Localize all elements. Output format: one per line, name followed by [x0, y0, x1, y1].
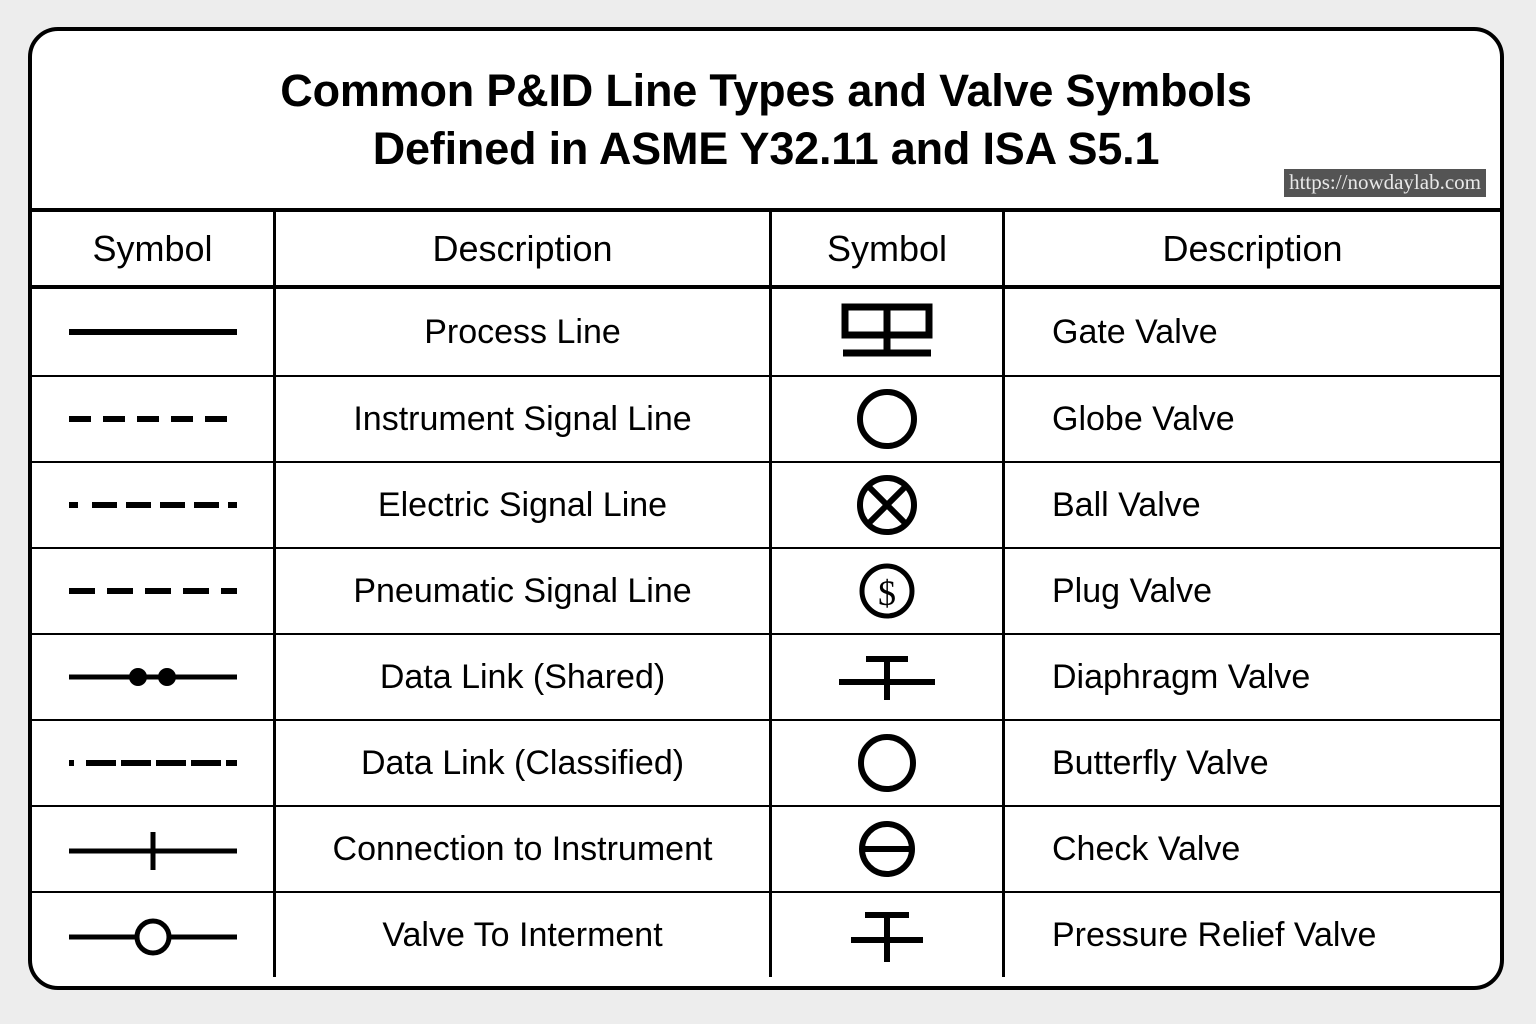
description-label: Check Valve [1052, 829, 1241, 868]
plug-valve-icon: $ [827, 556, 947, 626]
description-cell-left: Data Link (Shared) [276, 635, 772, 719]
header-cell-symbol-left: Symbol [32, 212, 276, 285]
symbol-cell-left [32, 893, 276, 977]
table-row: Data Link (Classified) Butterfly Valve [32, 719, 1500, 805]
description-cell-left: Valve To Interment [276, 893, 772, 977]
symbol-cell-left [32, 807, 276, 891]
globe-valve-icon [827, 384, 947, 454]
symbol-cell-right [772, 289, 1005, 375]
table-row: Connection to Instrument Check Valve [32, 805, 1500, 891]
symbol-cell-left [32, 463, 276, 547]
title-block: Common P&ID Line Types and Valve Symbols… [32, 31, 1500, 208]
description-label: Diaphragm Valve [1052, 657, 1311, 696]
dot-dash-line-icon [66, 743, 240, 783]
description-cell-left: Connection to Instrument [276, 807, 772, 891]
description-cell-left: Electric Signal Line [276, 463, 772, 547]
description-label: Globe Valve [1052, 399, 1235, 438]
symbol-cell-right [772, 893, 1005, 977]
table-header-row: Symbol Description Symbol Description [32, 208, 1500, 289]
header-label: Symbol [826, 227, 948, 269]
symbol-cell-right: $ [772, 549, 1005, 633]
table-row: Valve To Interment Pressure Relief Valve [32, 891, 1500, 977]
description-cell-right: Globe Valve [1005, 377, 1500, 461]
header-cell-symbol-right: Symbol [772, 212, 1005, 285]
page-title-line-1: Common P&ID Line Types and Valve Symbols [280, 64, 1252, 116]
description-cell-left: Pneumatic Signal Line [276, 549, 772, 633]
symbol-legend-card: Common P&ID Line Types and Valve Symbols… [28, 27, 1504, 990]
symbol-cell-right [772, 463, 1005, 547]
pressure-relief-valve-icon [827, 900, 947, 970]
description-label: Process Line [424, 312, 621, 351]
dashed-line-icon [66, 399, 240, 439]
table-row: Electric Signal Line Ball Valve [32, 461, 1500, 547]
description-cell-right: Butterfly Valve [1005, 721, 1500, 805]
description-label: Connection to Instrument [332, 829, 713, 868]
description-label: Ball Valve [1052, 485, 1201, 524]
description-label: Gate Valve [1052, 312, 1218, 351]
page-title-line-2: Defined in ASME Y32.11 and ISA S5.1 [372, 122, 1160, 174]
description-cell-right: Pressure Relief Valve [1005, 893, 1500, 977]
description-cell-left: Instrument Signal Line [276, 377, 772, 461]
header-cell-description-left: Description [276, 212, 772, 285]
dash-dot-line-icon [66, 485, 240, 525]
description-label: Butterfly Valve [1052, 743, 1269, 782]
symbol-cell-right [772, 635, 1005, 719]
svg-text:$: $ [878, 573, 896, 613]
line-with-tick-icon [66, 829, 240, 870]
symbol-cell-left [32, 721, 276, 805]
watermark-url: https://nowdaylab.com [1284, 169, 1486, 197]
table-row: Process Line Gate Valve [32, 289, 1500, 375]
table-row: Data Link (Shared) Diaphragm Valve [32, 633, 1500, 719]
check-valve-icon [827, 814, 947, 884]
description-label: Valve To Interment [382, 915, 663, 954]
symbol-cell-left [32, 289, 276, 375]
symbols-table: Symbol Description Symbol Description [32, 208, 1500, 986]
description-cell-right: Check Valve [1005, 807, 1500, 891]
symbol-cell-left [32, 377, 276, 461]
description-cell-right: Plug Valve [1005, 549, 1500, 633]
symbol-cell-left [32, 635, 276, 719]
description-cell-left: Data Link (Classified) [276, 721, 772, 805]
description-cell-right: Diaphragm Valve [1005, 635, 1500, 719]
header-label: Symbol [92, 227, 213, 269]
description-label: Plug Valve [1052, 571, 1213, 610]
description-label: Pressure Relief Valve [1052, 915, 1377, 954]
symbol-cell-left [32, 549, 276, 633]
description-cell-right: Gate Valve [1005, 289, 1500, 375]
symbol-cell-right [772, 377, 1005, 461]
header-label: Description [432, 227, 613, 269]
header-cell-description-right: Description [1005, 212, 1500, 285]
description-label: Electric Signal Line [377, 485, 668, 524]
table-row: Pneumatic Signal Line $ Plug Valve [32, 547, 1500, 633]
description-cell-right: Ball Valve [1005, 463, 1500, 547]
description-label: Data Link (Classified) [360, 743, 685, 782]
ball-valve-icon [827, 470, 947, 540]
description-label: Data Link (Shared) [379, 657, 666, 696]
description-label: Pneumatic Signal Line [353, 571, 692, 610]
long-dashed-line-icon [66, 571, 240, 611]
header-label: Description [1162, 227, 1343, 269]
table-row: Instrument Signal Line Globe Valve [32, 375, 1500, 461]
gate-valve-icon [827, 297, 947, 367]
line-with-two-dots-icon [66, 657, 240, 697]
symbol-cell-right [772, 807, 1005, 891]
butterfly-valve-icon [827, 728, 947, 798]
description-label: Instrument Signal Line [353, 399, 692, 438]
symbol-cell-right [772, 721, 1005, 805]
description-cell-left: Process Line [276, 289, 772, 375]
solid-line-icon [66, 312, 240, 352]
diaphragm-valve-icon [827, 642, 947, 712]
line-with-circle-icon [66, 915, 240, 956]
